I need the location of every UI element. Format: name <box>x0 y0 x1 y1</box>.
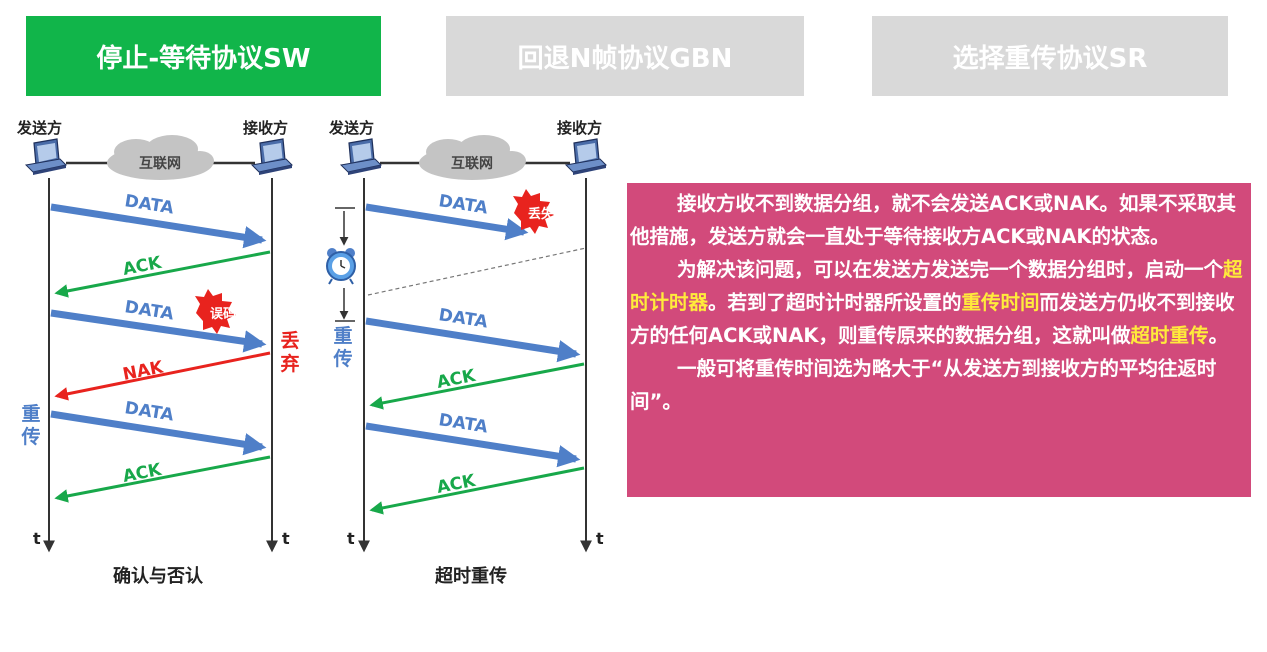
error-badge-text: 误码 <box>210 307 236 322</box>
ack-label: ACK <box>121 253 164 280</box>
tab-go-back-n[interactable]: 回退N帧协议GBN <box>446 16 804 96</box>
data-label: DATA <box>437 191 490 219</box>
diagram-ack-nak: 发送方 接收方 互联网 DATA ACK DATA 误码 丢 弃 NAK 重 传 <box>16 119 300 587</box>
time-axis-label: t <box>347 529 355 548</box>
receiver-computer-icon <box>565 138 607 176</box>
receiver-label: 接收方 <box>243 119 288 137</box>
data-label: DATA <box>123 398 176 426</box>
ack-label: ACK <box>435 366 478 393</box>
tab-label: 回退N帧协议GBN <box>517 43 733 74</box>
receiver-computer-icon <box>251 138 293 176</box>
data-arrow <box>50 203 267 249</box>
data-arrow <box>50 410 267 456</box>
diagram-caption: 超时重传 <box>435 565 507 587</box>
lost-data-arrow <box>365 203 529 241</box>
paragraph-text: 接收方收不到数据分组，就不会发送ACK或NAK。如果不采取其他措施，发送方就会一… <box>630 192 1237 248</box>
sender-label: 发送方 <box>328 119 374 137</box>
sender-computer-icon <box>25 138 67 176</box>
ack-arrow <box>54 455 271 503</box>
ack-label: ACK <box>121 460 164 487</box>
data-arrow <box>365 422 581 468</box>
retransmit-label: 传 <box>332 347 352 370</box>
time-axis-label: t <box>282 529 290 548</box>
paragraph-text: 为解决该问题，可以在发送方发送完一个数据分组时，启动一个 <box>677 258 1224 281</box>
paragraph-text: 。若到了超时计时器所设置的 <box>708 291 962 314</box>
cloud-icon <box>107 135 214 180</box>
alarm-clock-icon <box>326 248 356 285</box>
paragraph-text: 而发送方仍收不到接收方的任何ACK或NAK，则重传原来的数据分组，这就叫做 <box>630 291 1235 347</box>
time-axis-label: t <box>596 529 604 548</box>
data-label: DATA <box>437 410 490 438</box>
explanation-paragraph: 一般可将重传时间选为略大于“从发送方到接收方的平均往返时间”。 <box>630 352 1247 418</box>
network-label: 互联网 <box>451 156 493 172</box>
lost-badge: 丢失 <box>513 189 555 234</box>
error-badge: 误码 <box>195 289 236 334</box>
explanation-panel: 接收方收不到数据分组，就不会发送ACK或NAK。如果不采取其他措施，发送方就会一… <box>627 183 1251 497</box>
tab-label: 停止-等待协议SW <box>96 43 311 74</box>
ack-arrow <box>369 362 585 410</box>
nak-arrow <box>54 351 271 401</box>
tab-selective-repeat[interactable]: 选择重传协议SR <box>872 16 1228 96</box>
highlight-timeout-timer: 超时计时器 <box>630 258 1243 314</box>
ack-arrow <box>54 250 271 298</box>
ack-arrow <box>369 466 585 515</box>
tab-stop-and-wait[interactable]: 停止-等待协议SW <box>26 16 381 96</box>
retransmit-label: 重 <box>21 403 40 425</box>
data-arrow <box>365 317 581 363</box>
tab-label: 选择重传协议SR <box>952 43 1148 74</box>
explanation-paragraph: 为解决该问题，可以在发送方发送完一个数据分组时，启动一个超时计时器。若到了超时计… <box>630 253 1247 352</box>
data-label: DATA <box>123 297 176 325</box>
explanation-paragraph: 接收方收不到数据分组，就不会发送ACK或NAK。如果不采取其他措施，发送方就会一… <box>630 187 1247 253</box>
lost-badge-text: 丢失 <box>528 206 555 222</box>
expected-ack-dashed-line <box>367 247 587 296</box>
highlight-timeout-retransmission: 超时重传 <box>1130 324 1209 347</box>
data-label: DATA <box>437 305 490 333</box>
timeout-interval-bracket <box>335 207 355 322</box>
sender-computer-icon <box>340 138 382 176</box>
retransmit-label: 重 <box>333 325 352 347</box>
network-label: 互联网 <box>139 156 181 172</box>
data-label: DATA <box>123 191 176 219</box>
diagram-timeout-retransmission: 发送方 接收方 互联网 <box>326 119 607 587</box>
sender-label: 发送方 <box>16 119 62 137</box>
data-arrow <box>50 309 267 353</box>
highlight-retransmit-time: 重传时间 <box>961 291 1040 314</box>
discard-label: 弃 <box>280 352 299 375</box>
discard-label: 丢 <box>280 329 299 352</box>
nak-label: NAK <box>121 357 165 385</box>
cloud-icon <box>419 135 526 180</box>
diagram-caption: 确认与否认 <box>113 565 204 587</box>
paragraph-text: 。 <box>1208 324 1229 347</box>
time-axis-label: t <box>33 529 41 548</box>
ack-label: ACK <box>435 471 478 498</box>
retransmit-label: 传 <box>20 425 40 448</box>
paragraph-text: 一般可将重传时间选为略大于“从发送方到接收方的平均往返时间”。 <box>630 357 1217 413</box>
receiver-label: 接收方 <box>557 119 602 137</box>
